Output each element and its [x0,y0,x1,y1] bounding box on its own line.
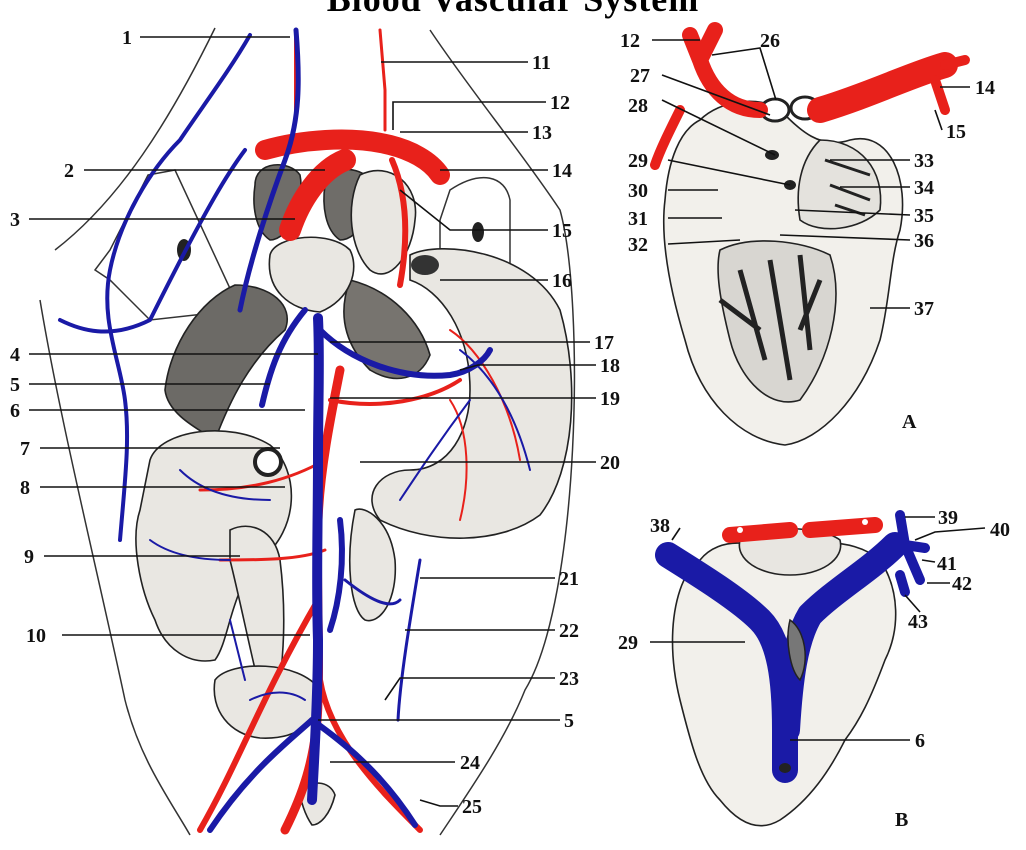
label-4: 4 [10,344,20,366]
panel-b-heart [668,515,925,826]
label-b-6: 6 [915,730,925,752]
label-5: 5 [10,374,20,396]
label-16: 16 [552,270,572,292]
label-5-lower: 5 [564,710,574,732]
label-22: 22 [559,620,579,642]
panel-b-letter: B [895,809,908,831]
label-15: 15 [552,220,572,242]
label-a-28: 28 [628,95,648,117]
label-14: 14 [552,160,572,182]
label-a-35: 35 [914,205,934,227]
label-2: 2 [64,160,74,182]
heart-b-artery-hole-2 [862,519,868,525]
label-a-29: 29 [628,150,648,172]
label-a-31: 31 [628,208,648,230]
right-forelimb-joint [472,222,484,242]
main-figure [40,28,574,835]
label-3: 3 [10,209,20,231]
liver-left-lobe [165,285,287,440]
label-25: 25 [462,796,482,818]
label-a-34: 34 [914,177,934,199]
label-6: 6 [10,400,20,422]
label-a-27: 27 [630,65,650,87]
label-17: 17 [594,332,614,354]
label-24: 24 [460,752,480,774]
label-7: 7 [20,438,30,460]
label-a-32: 32 [628,234,648,256]
label-18: 18 [600,355,620,377]
label-1: 1 [122,27,132,49]
heart-b-vein-opening [779,763,791,773]
label-b-42: 42 [952,573,972,595]
label-b-40: 40 [990,519,1010,541]
label-8: 8 [20,477,30,499]
label-10: 10 [26,625,46,647]
label-12: 12 [550,92,570,114]
label-9: 9 [24,546,34,568]
label-b-38: 38 [650,515,670,537]
heart-b-vein-branches [900,515,925,592]
label-b-41: 41 [937,553,957,575]
intestine-cross-section [255,449,281,475]
label-a-26: 26 [760,30,780,52]
label-a-12: 12 [620,30,640,52]
label-b-39: 39 [938,507,958,529]
label-13: 13 [532,122,552,144]
label-11: 11 [532,52,551,74]
heart-b-artery-hole-1 [737,527,743,533]
label-19: 19 [600,388,620,410]
label-b-29: 29 [618,632,638,654]
label-a-37: 37 [914,298,934,320]
label-a-36: 36 [914,230,934,252]
heart-ventricle [269,237,353,312]
label-a-14: 14 [975,77,995,99]
label-a-33: 33 [914,150,934,172]
esophagus-opening [411,255,439,275]
stomach [372,249,572,538]
label-a-30: 30 [628,180,648,202]
label-20: 20 [600,452,620,474]
label-a-15: 15 [946,121,966,143]
heart-a-artery-right [820,65,945,110]
label-23: 23 [559,668,579,690]
label-21: 21 [559,568,579,590]
label-b-43: 43 [908,611,928,633]
liver-right-lobe [344,280,430,378]
panel-a-letter: A [902,411,917,433]
